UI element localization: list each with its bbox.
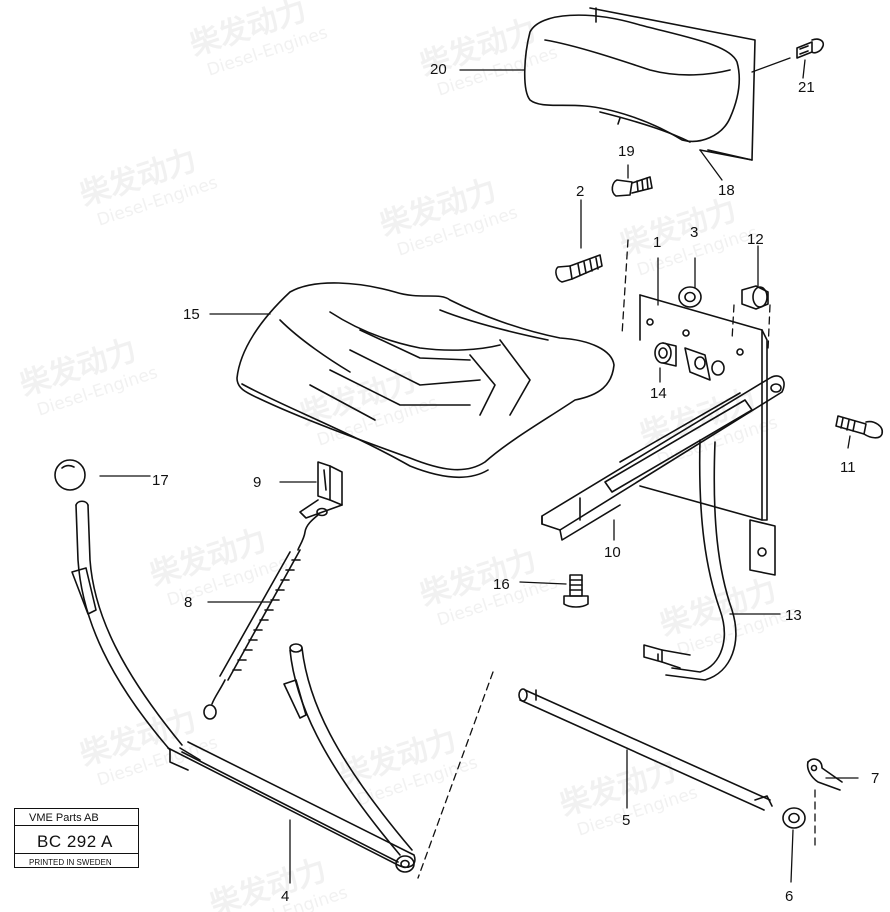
rod-5 [518,688,773,811]
callout-label: 9 [253,474,262,491]
callout-label: 18 [718,182,735,199]
company-name: VME Parts AB [15,809,138,826]
bolt-11 [835,415,884,439]
knob-17 [54,459,86,491]
slide-rail-10 [541,375,785,541]
callout-label: 11 [840,459,856,476]
callout-label: 13 [785,607,802,624]
callout-label: 3 [690,224,699,241]
bracket-plate-1 [639,294,776,576]
callout-label: 6 [785,888,794,905]
callout-label: 21 [798,79,815,96]
bushing-12 [741,285,769,310]
washer-6 [782,807,806,829]
clip-pin-7 [806,758,843,791]
callout-label: 8 [184,594,193,611]
bolt-16 [563,574,589,608]
callout-label: 20 [430,61,447,78]
bolt-2 [555,254,603,283]
callout-label: 16 [493,576,510,593]
lever-frame-4 [71,500,416,873]
title-block: VME Parts AB BC 292 A PRINTED IN SWEDEN [14,808,139,868]
callout-label: 4 [281,888,290,905]
callout-label: 12 [747,231,764,248]
callout-label: 10 [604,544,621,561]
alignment-lines [417,239,816,879]
bolt-19 [611,176,653,197]
backrest-cushion [523,14,740,143]
callout-label: 7 [871,770,880,787]
strap-13 [643,439,737,681]
callout-label: 5 [622,812,631,829]
backrest-plate [589,7,756,161]
callout-label: 14 [650,385,667,402]
bushing-14 [654,342,725,381]
printed-note: PRINTED IN SWEDEN [29,858,112,867]
seat-cushion-15 [236,282,615,479]
callout-label: 15 [183,306,200,323]
leader-lines [99,57,859,884]
bracket-9 [299,461,343,519]
callout-label: 19 [618,143,635,160]
callout-label: 2 [576,183,585,200]
spring-8 [203,514,319,720]
screw-21 [796,38,825,59]
callout-label: 1 [653,234,662,251]
washer-3 [678,286,702,308]
drawing-code: BC 292 A [15,826,138,854]
callout-label: 17 [152,472,169,489]
